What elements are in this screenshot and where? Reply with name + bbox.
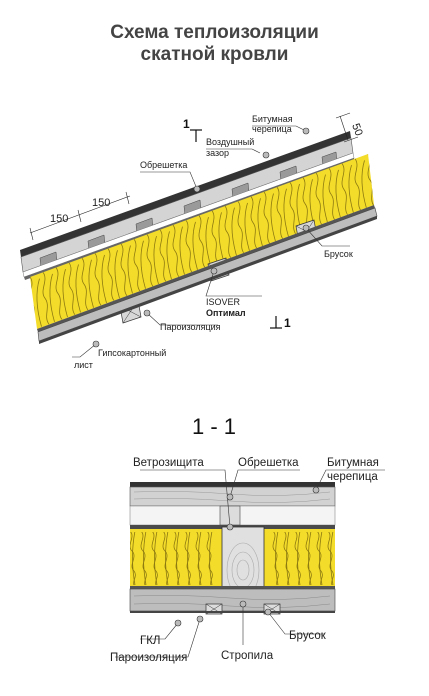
label-isover-2: Оптимал <box>206 308 246 318</box>
label-batten: Обрешетка <box>140 160 187 170</box>
vapor-barrier-layer <box>37 205 375 332</box>
label-air-gap-2: зазор <box>206 148 229 158</box>
insulation-layer <box>30 154 374 329</box>
section-label-bitumen-1: Битумная <box>327 457 379 469</box>
section-tile-layer <box>130 482 335 487</box>
dimension-label-1: 150 <box>50 213 68 225</box>
label-air-gap-1: Воздушный <box>206 137 254 147</box>
section-label-bitumen-2: черепица <box>327 471 378 483</box>
label-bitumen-tile-1: Битумная <box>252 114 293 124</box>
leaders-top <box>72 125 350 358</box>
dimension-150-150 <box>29 191 131 241</box>
cut-mark-bottom <box>270 316 282 329</box>
section-drawing <box>129 482 336 615</box>
label-gypsum-1: Гипсокартонный <box>98 348 166 358</box>
section-label-beam: Брусок <box>289 630 327 642</box>
section-label-rafter: Стропила <box>221 650 274 662</box>
title-line-1: Схема теплоизоляции <box>110 22 319 43</box>
section-leader-dots <box>174 486 320 627</box>
cut-mark-bottom-label: 1 <box>284 316 291 330</box>
roof-scheme: 150 150 50 1 1 <box>20 112 378 370</box>
label-gypsum-2: лист <box>74 360 93 370</box>
section-label-batten: Обрешетка <box>238 457 299 469</box>
bitumen-tile-layer <box>20 131 351 257</box>
section-label-gkl: ГКЛ <box>140 635 160 647</box>
label-isover-1: ISOVER <box>206 297 241 307</box>
dimension-label-50: 50 <box>349 122 364 138</box>
section-gkl-layer <box>129 588 336 612</box>
dimension-50 <box>335 112 359 143</box>
label-bitumen-tile-2: черепица <box>252 124 292 134</box>
section-label-wind: Ветрозищита <box>133 457 204 469</box>
label-vapor-barrier: Пароизоляция <box>160 322 221 332</box>
cut-mark-top <box>190 129 202 142</box>
page-title: Схема теплоизоляции скатной кровли <box>0 22 429 66</box>
section-leaders <box>115 469 385 658</box>
leader-dots-top <box>92 127 310 348</box>
section-title: 1 - 1 <box>192 414 236 439</box>
cut-mark-top-label: 1 <box>183 117 190 131</box>
section-vapor-layer <box>130 586 335 589</box>
dimension-label-2: 150 <box>92 197 110 209</box>
title-line-2: скатной кровли <box>140 44 289 65</box>
section-label-vapor: Пароизоляция <box>110 652 187 664</box>
section-insulation-texture <box>130 532 334 586</box>
label-beam: Брусок <box>324 249 353 259</box>
